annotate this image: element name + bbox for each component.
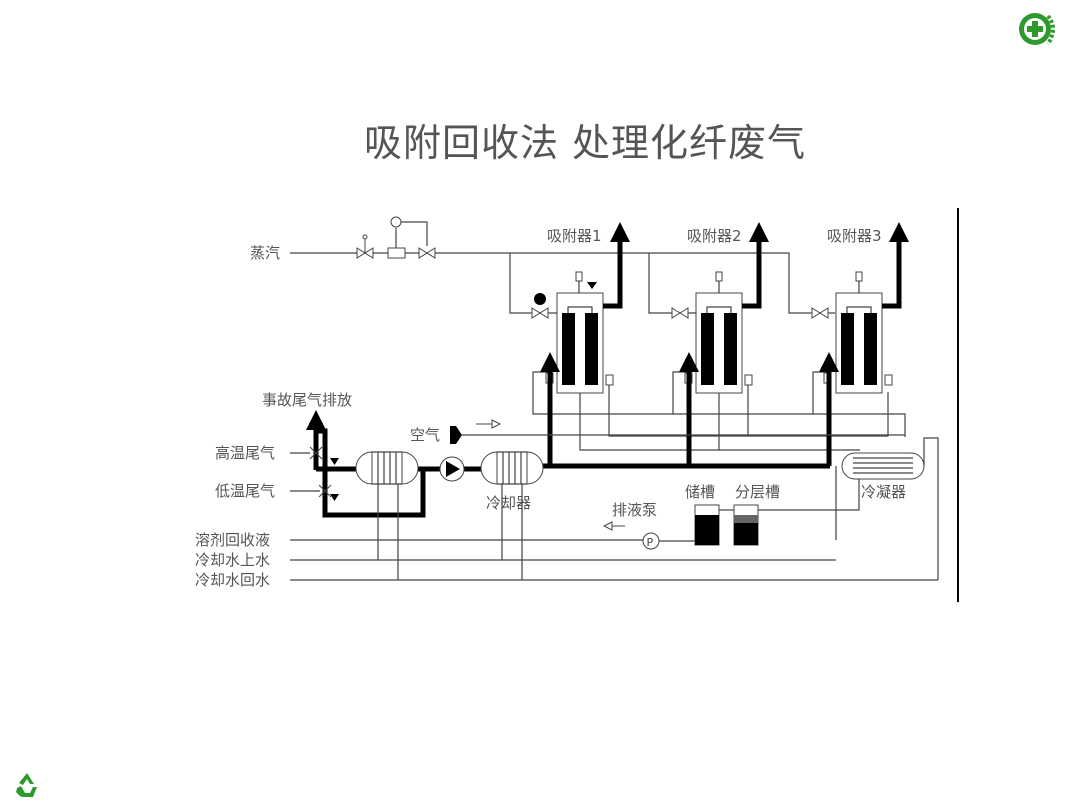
fan-icon [439,456,465,482]
arrow-left-icon [602,521,613,531]
storage-tank [694,504,720,546]
low-temp-gas-label: 低温尾气 [215,482,275,500]
adsorber-2-label: 吸附器2 [687,227,742,245]
health-cross-emblem-icon [1019,13,1055,46]
page-title: 吸附回收法 处理化纤废气 [363,121,807,165]
condenser-label: 冷凝器 [861,483,906,501]
adsorber-drain-lines [532,371,906,451]
pump-symbol: P [647,536,654,549]
separator-tank [719,504,759,546]
steam-label: 蒸汽 [250,244,280,262]
separator-tank-label: 分层槽 [735,483,780,501]
steam-valve-icon [356,234,436,259]
adsorber-2: 吸附器2 [671,222,769,394]
cooling-water-return-label: 冷却水回水 [195,571,270,589]
main-gas-line [537,352,839,469]
solvent-recovery-label: 溶剂回收液 [195,531,270,549]
emergency-exhaust-label: 事故尾气排放 [262,391,352,409]
drain-pump-label: 排液泵 [612,501,657,519]
cooler-label: 冷却器 [486,494,531,512]
cooling-water-supply-label: 冷却水上水 [195,551,270,569]
adsorber-1-label: 吸附器1 [547,227,602,245]
adsorber-3: 吸附器3 [811,222,909,394]
utility-lines [290,484,938,581]
storage-tank-label: 储槽 [685,483,715,501]
heat-exchanger-1 [355,451,419,485]
adsorber-1: 吸附器1 [531,222,630,394]
pump-icon: P [642,532,695,550]
adsorber-3-label: 吸附器3 [827,227,882,245]
recycle-icon [16,773,37,797]
air-intake-icon [450,419,905,444]
inlet-piping [290,410,487,518]
air-label: 空气 [410,426,440,444]
high-temp-gas-label: 高温尾气 [215,444,275,462]
cooler [480,451,544,485]
condenser [757,437,939,580]
